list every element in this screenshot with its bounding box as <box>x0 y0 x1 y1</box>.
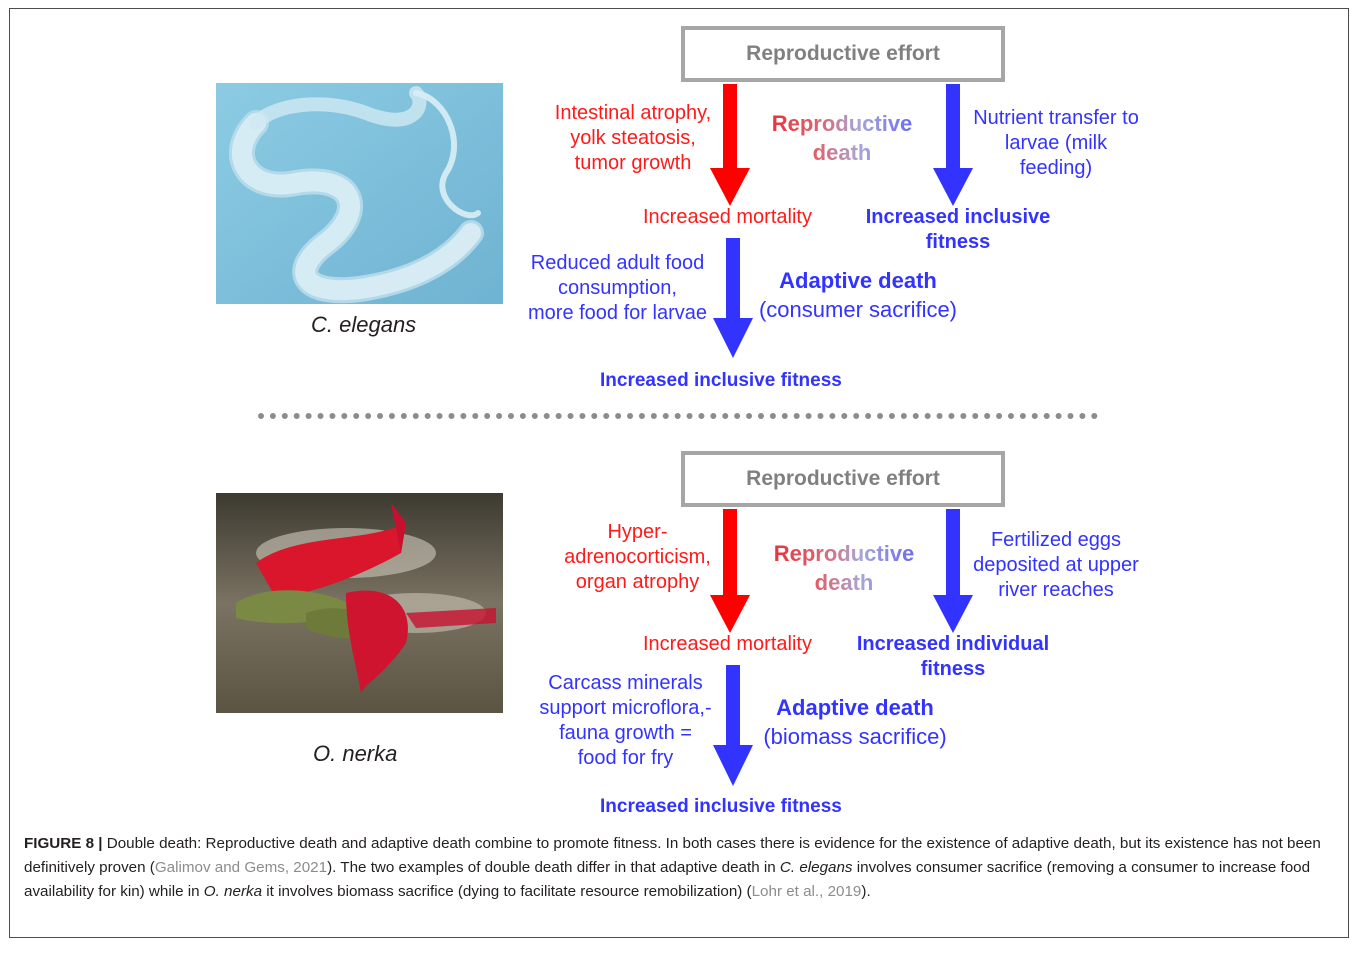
blue-arrow-right-top <box>933 84 973 206</box>
caption-species-1: C. elegans <box>779 859 853 876</box>
figure-frame <box>9 8 1349 938</box>
caption-text-5: ). <box>861 883 871 900</box>
species-label-top: C. elegans <box>311 312 417 337</box>
arrows-bottom <box>710 509 973 786</box>
bottom-left-line-2: adrenocorticism, <box>564 546 711 568</box>
top-left-line-2: yolk steatosis, <box>570 127 696 149</box>
rep-death-line-2-bottom: death <box>814 570 874 595</box>
adaptive-death-sub-top: (consumer sacrifice) <box>758 297 958 322</box>
red-arrow-bottom <box>710 509 750 633</box>
caption-text-2: ). The two examples of double death diff… <box>327 859 780 876</box>
caption-ref-galimov[interactable]: Galimov and Gems, 2021 <box>154 859 328 876</box>
reproductive-effort-box-top: Reproductive effort <box>681 26 1005 82</box>
bottom-right-line-2: deposited at upper <box>973 554 1139 576</box>
bottom-lower-left-line-3: fauna growth = <box>559 722 692 744</box>
top-right-line-3: feeding) <box>1019 157 1093 179</box>
rep-death-line-1-bottom: Reproductive <box>773 541 915 566</box>
bottom-lower-left-line-1: Carcass minerals <box>548 672 703 694</box>
bottom-right-result-line-1: Increased individual <box>856 633 1050 655</box>
bottom-left-line-1: Hyper- <box>607 521 668 543</box>
blue-arrow-center-top <box>713 238 753 358</box>
red-arrow-top <box>710 84 750 206</box>
caption-text-1: Double death: Reproductive death and ada… <box>24 835 1321 876</box>
bottom-right-result: Increased individual fitness <box>843 632 1063 682</box>
caption-label: FIGURE 8 | <box>24 835 103 852</box>
figure-caption: FIGURE 8 | Double death: Reproductive de… <box>24 832 1334 904</box>
top-right-cause: Nutrient transfer to larvae (milk feedin… <box>950 106 1162 181</box>
top-right-line-2: larvae (milk <box>1004 132 1108 154</box>
caption-ref-lohr[interactable]: Lohr et al., 2019 <box>751 883 862 900</box>
adaptive-death-title-bottom: Adaptive death <box>776 695 934 720</box>
caption-species-2: O. nerka <box>203 883 263 900</box>
top-right-result: Increased inclusive fitness <box>848 205 1068 255</box>
bottom-right-cause: Fertilized eggs deposited at upper river… <box>955 528 1157 603</box>
top-lower-left-line-1: Reduced adult food <box>530 252 705 274</box>
c-elegans-photo <box>216 83 503 304</box>
increased-mortality-bottom: Increased mortality <box>643 633 812 655</box>
blue-arrow-right-bottom <box>933 509 973 633</box>
caption-text-4: it involves biomass sacrifice (dying to … <box>262 883 752 900</box>
adaptive-death-label-top: Adaptive death (consumer sacrifice) <box>748 266 968 324</box>
top-lower-left-line-2: consumption, <box>558 277 677 299</box>
blue-arrow-center-bottom <box>713 665 753 786</box>
top-left-line-1: Intestinal atrophy, <box>554 102 712 124</box>
bottom-lower-left-line-4: food for fry <box>577 747 674 769</box>
top-right-result-line-1: Increased inclusive <box>865 206 1051 228</box>
increased-mortality-top: Increased mortality <box>643 206 812 228</box>
caption-text-3: involves consumer sacrifice (removing a … <box>24 859 1311 900</box>
top-lower-left-line-3: more food for larvae <box>528 302 707 324</box>
bottom-left-line-3: organ atrophy <box>575 571 700 593</box>
panel-divider <box>258 413 1098 419</box>
bottom-left-cause: Hyper- adrenocorticism, organ atrophy <box>555 520 720 595</box>
bottom-lower-left-cause: Carcass minerals support microflora,- fa… <box>528 671 723 771</box>
top-right-line-1: Nutrient transfer to <box>973 107 1139 129</box>
top-left-cause: Intestinal atrophy, yolk steatosis, tumo… <box>543 101 723 176</box>
o-nerka-photo <box>216 493 503 713</box>
adaptive-death-title-top: Adaptive death <box>779 268 937 293</box>
reproductive-effort-box-bottom: Reproductive effort <box>681 451 1005 507</box>
species-label-bottom: O. nerka <box>313 741 398 766</box>
top-lower-left-cause: Reduced adult food consumption, more foo… <box>515 251 720 326</box>
bottom-right-result-line-2: fitness <box>920 658 986 680</box>
bottom-result-top: Increased inclusive fitness <box>600 370 842 391</box>
bottom-lower-left-line-2: support microflora,- <box>539 697 712 719</box>
top-left-line-3: tumor growth <box>574 152 692 174</box>
top-right-result-line-2: fitness <box>925 231 991 253</box>
bottom-right-line-1: Fertilized eggs <box>990 529 1122 551</box>
adaptive-death-label-bottom: Adaptive death (biomass sacrifice) <box>745 693 965 751</box>
bottom-right-line-3: river reaches <box>998 579 1114 601</box>
reproductive-death-label-bottom: Reproductive death <box>759 539 929 597</box>
arrows-top <box>710 84 973 358</box>
bottom-result-bottom: Increased inclusive fitness <box>600 796 842 817</box>
adaptive-death-sub-bottom: (biomass sacrifice) <box>763 724 947 749</box>
